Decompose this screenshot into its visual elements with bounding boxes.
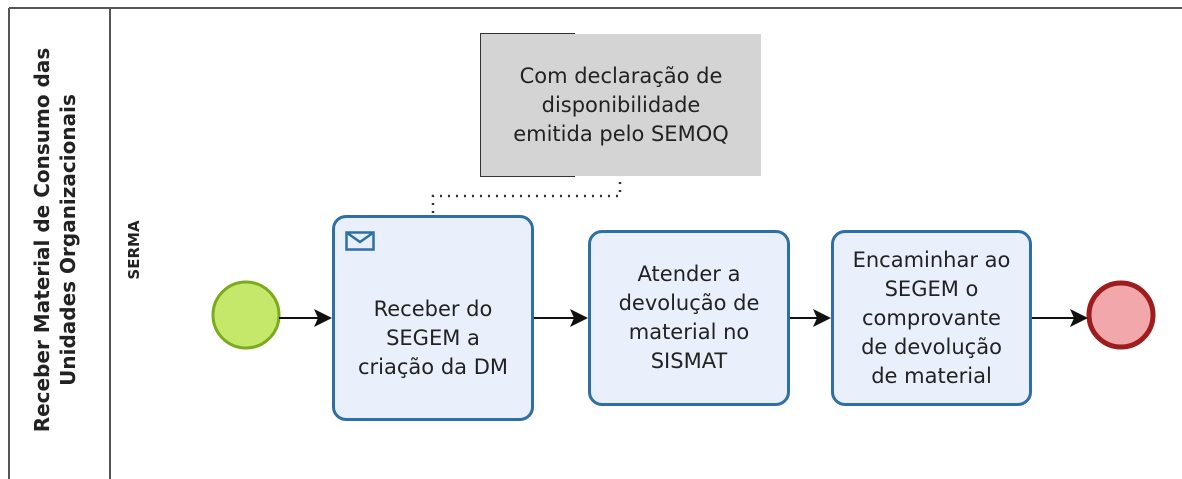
sequence-flow-4 (1032, 309, 1088, 327)
start-event[interactable] (211, 280, 281, 350)
sequence-flow-2 (534, 309, 588, 327)
text-annotation[interactable]: Com declaração de disponibilidade emitid… (481, 34, 761, 176)
pool-header: Receber Material de Consumo das Unidades… (0, 0, 110, 479)
task-receber-do-segem[interactable]: Receber do SEGEM a criação da DM (332, 215, 534, 421)
annotation-association (431, 176, 622, 213)
sequence-flow-3 (790, 309, 831, 327)
end-event[interactable] (1086, 280, 1156, 350)
lane-label: SERMA (125, 220, 143, 280)
sequence-flow-1 (279, 309, 332, 327)
envelope-icon (345, 231, 375, 251)
pool-label: Receber Material de Consumo das Unidades… (30, 47, 80, 433)
task-encaminhar-ao-segem[interactable]: Encaminhar ao SEGEM o comprovante de dev… (831, 230, 1032, 406)
task-atender-devolucao[interactable]: Atender a devolução de material no SISMA… (588, 230, 790, 406)
